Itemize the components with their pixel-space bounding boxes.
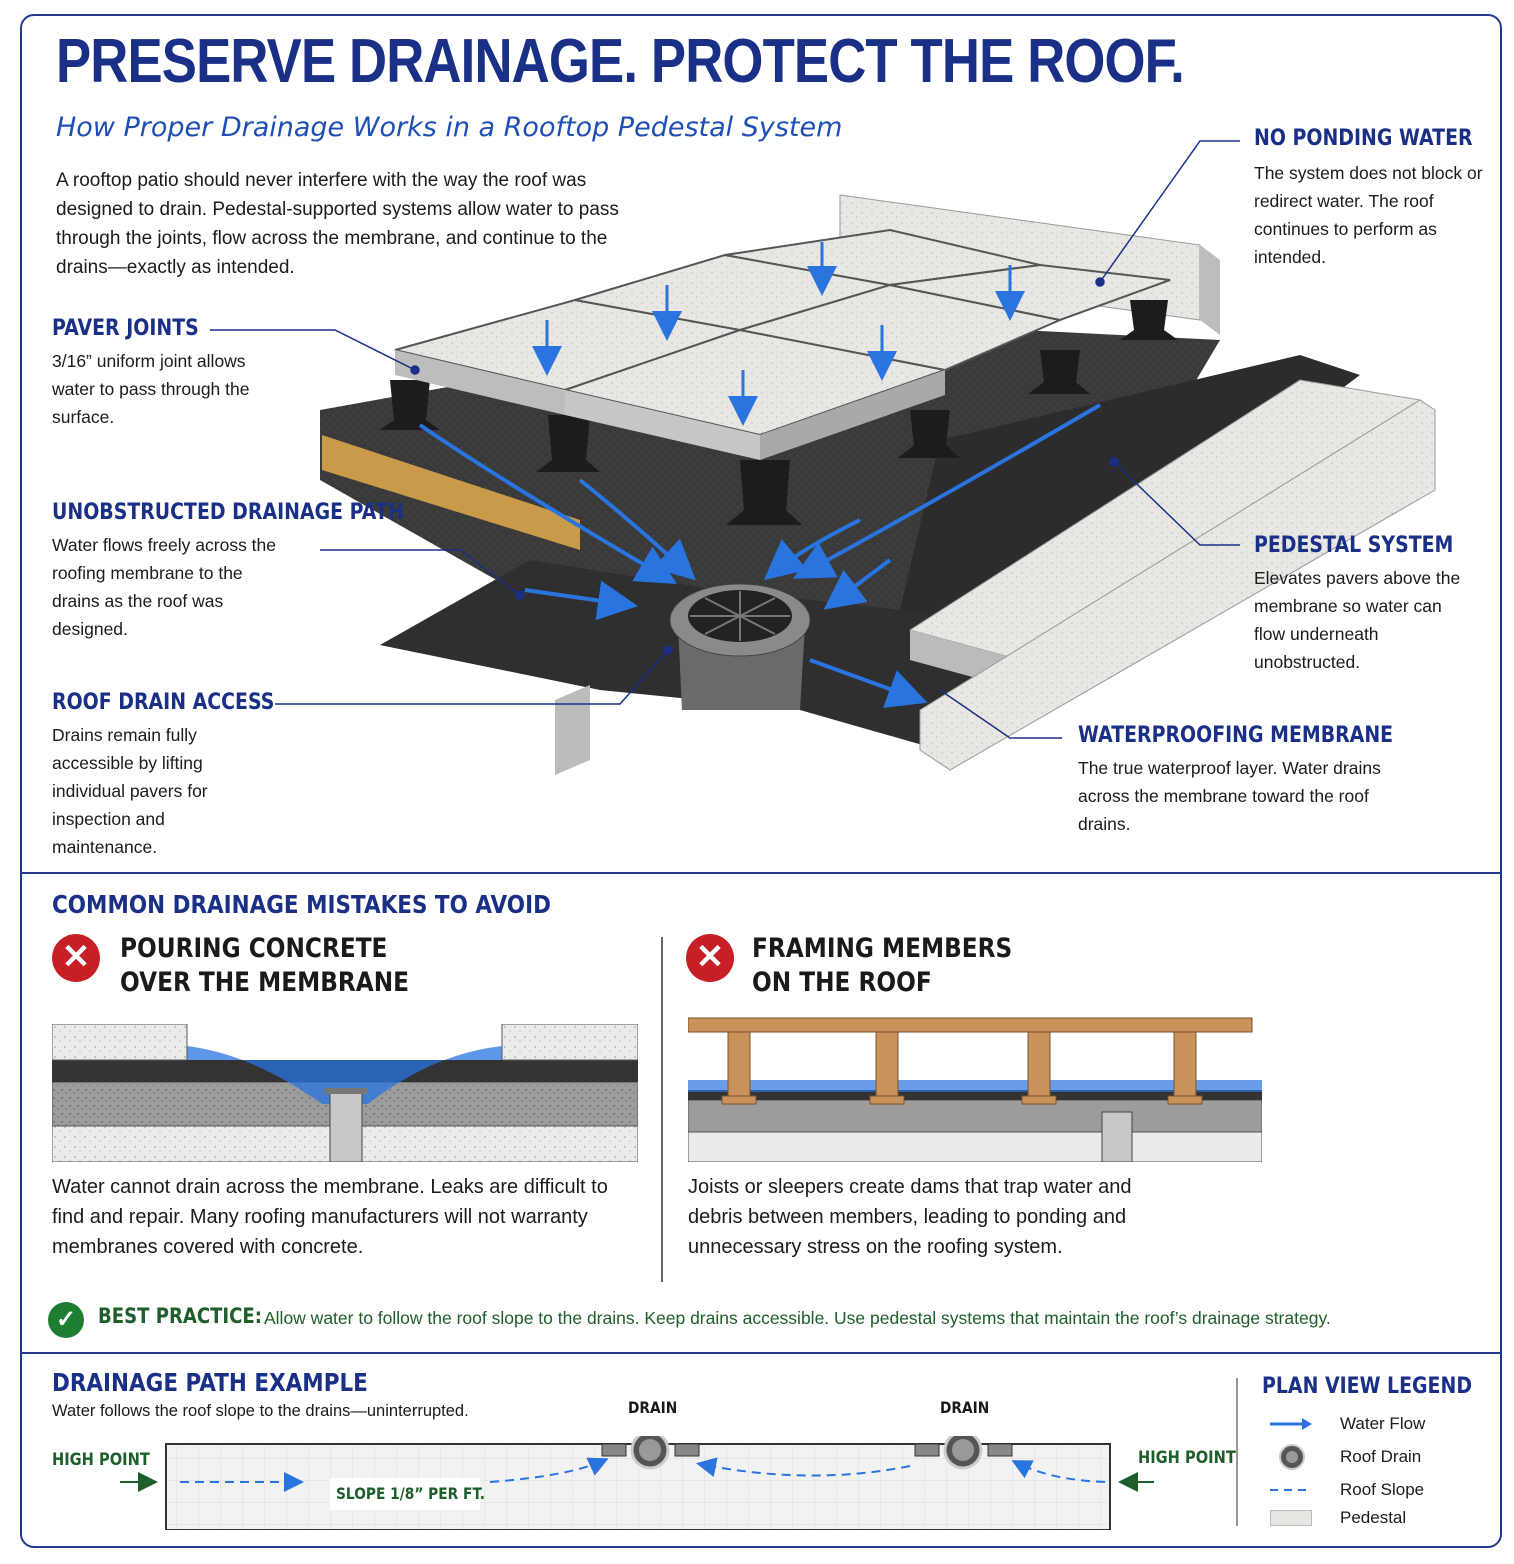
- best-practice-label: BEST PRACTICE:: [98, 1304, 262, 1328]
- legend-divider: [1236, 1378, 1238, 1526]
- page-title: PRESERVE DRAINAGE. PROTECT THE ROOF.: [56, 27, 1185, 96]
- callout-paver-joints: PAVER JOINTS 3/16” uniform joint allows …: [52, 316, 282, 431]
- column-divider: [661, 937, 663, 1282]
- callout-drainage-path: UNOBSTRUCTED DRAINAGE PATH Water flows f…: [52, 500, 404, 643]
- error-x-icon: ✕: [52, 934, 100, 982]
- high-point-left-label: HIGH POINT: [52, 1450, 150, 1470]
- drain-icon: [1279, 1444, 1305, 1470]
- callout-text: Water flows freely across the roofing me…: [52, 535, 277, 639]
- paver-edge: [565, 390, 760, 460]
- parapet-side: [1200, 245, 1220, 335]
- callout-text: The true waterproof layer. Water drains …: [1078, 758, 1381, 834]
- callout-text: 3/16” uniform joint allows water to pass…: [52, 351, 250, 427]
- plan-view-diagram: [120, 1436, 1154, 1530]
- mistake-title-line: OVER THE MEMBRANE: [120, 967, 410, 998]
- mistake-title-line: ON THE ROOF: [752, 967, 932, 998]
- mistakes-heading: COMMON DRAINAGE MISTAKES TO AVOID: [52, 890, 551, 919]
- legend-heading: PLAN VIEW LEGEND: [1262, 1374, 1473, 1399]
- legend-label: Roof Drain: [1340, 1447, 1422, 1466]
- intro-paragraph: A rooftop patio should never interfere w…: [56, 170, 619, 278]
- callout-no-ponding: NO PONDING WATER The system does not blo…: [1254, 126, 1494, 271]
- membrane-flow-arrows: [418, 403, 1102, 708]
- legend-label: Pedestal: [1340, 1508, 1407, 1527]
- framing-members-diagram: [688, 1017, 1262, 1162]
- callout-pedestal-system: PEDESTAL SYSTEM Elevates pavers above th…: [1254, 533, 1474, 676]
- high-point-right-label: HIGH POINT: [1138, 1448, 1236, 1468]
- callout-heading: WATERPROOFING MEMBRANE: [1078, 723, 1394, 748]
- callout-text: Elevates pavers above the membrane so wa…: [1254, 568, 1461, 672]
- pedestals: [380, 300, 1178, 525]
- callout-leader-lines: [210, 140, 1240, 739]
- check-icon: ✓: [48, 1302, 84, 1338]
- mistake-title-line: POURING CONCRETE: [120, 933, 388, 964]
- joint-flow-arrows: [532, 242, 1025, 426]
- dashed-line-icon: [1270, 1489, 1312, 1491]
- callout-text: Drains remain fully accessible by liftin…: [52, 725, 208, 857]
- left-edge-block: [555, 685, 590, 775]
- insulation-layer: [322, 435, 580, 550]
- drainage-example-subtext: Water follows the roof slope to the drai…: [52, 1402, 469, 1420]
- drain-label-1: DRAIN: [628, 1398, 678, 1417]
- slope-label: SLOPE 1/8” PER FT.: [336, 1484, 485, 1503]
- callout-drain-access: ROOF DRAIN ACCESS Drains remain fully ac…: [52, 690, 275, 861]
- parapet-base: [919, 399, 1436, 771]
- mistake-title-line: FRAMING MEMBERS: [752, 933, 1013, 964]
- callout-text: The system does not block or redirect wa…: [1254, 163, 1483, 267]
- paver-edge: [760, 370, 945, 460]
- best-practice-text: Allow water to follow the roof slope to …: [264, 1308, 1331, 1328]
- mistake-framing-title: FRAMING MEMBERS ON THE ROOF: [752, 932, 1055, 1000]
- mistake-framing-text: Joists or sleepers create dams that trap…: [688, 1176, 1132, 1258]
- callout-heading: UNOBSTRUCTED DRAINAGE PATH: [52, 500, 404, 525]
- arrow-icon: [1270, 1418, 1312, 1430]
- drain-label-2: DRAIN: [940, 1398, 990, 1417]
- paver-edge: [395, 350, 565, 415]
- section-divider: [20, 1352, 1502, 1354]
- callout-heading: PAVER JOINTS: [52, 316, 199, 341]
- callout-heading: NO PONDING WATER: [1254, 126, 1473, 151]
- mistake-concrete-text: Water cannot drain across the membrane. …: [52, 1176, 608, 1258]
- page-subtitle: How Proper Drainage Works in a Rooftop P…: [56, 112, 843, 143]
- legend-label: Water Flow: [1340, 1414, 1426, 1433]
- callout-heading: PEDESTAL SYSTEM: [1254, 533, 1454, 558]
- error-x-icon: ✕: [686, 934, 734, 982]
- drainage-example-heading: DRAINAGE PATH EXAMPLE: [52, 1368, 368, 1397]
- callout-heading: ROOF DRAIN ACCESS: [52, 690, 275, 715]
- roof-drain: [669, 583, 811, 710]
- callout-membrane: WATERPROOFING MEMBRANE The true waterpro…: [1078, 723, 1394, 838]
- mistake-concrete-title: POURING CONCRETE OVER THE MEMBRANE: [120, 932, 456, 1000]
- pedestal-swatch-icon: [1270, 1510, 1312, 1526]
- concrete-over-membrane-diagram: [52, 1024, 638, 1162]
- pedestal-system-illustration: [320, 194, 1436, 775]
- legend-label: Roof Slope: [1340, 1480, 1425, 1499]
- section-divider: [20, 872, 1502, 874]
